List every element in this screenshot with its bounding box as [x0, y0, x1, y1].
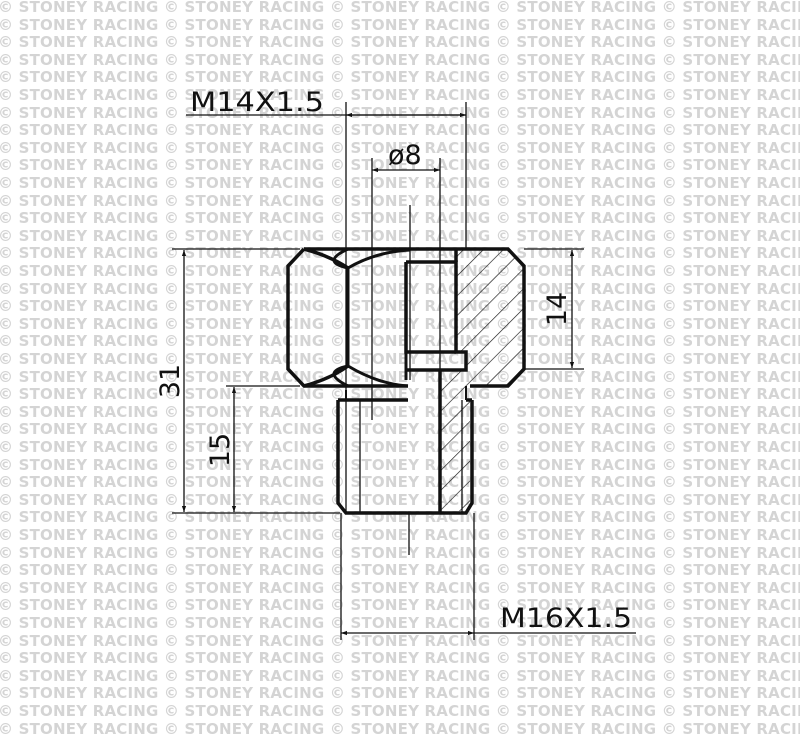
label-overall-length: 31	[155, 364, 186, 398]
hex-nut-outline	[286, 247, 526, 388]
dim-top-thread: M14X1.5	[186, 87, 466, 118]
section-hatch	[440, 250, 524, 513]
dim-overall-length: 31	[155, 250, 187, 512]
dim-hex-height: 14	[542, 250, 575, 368]
dim-bottom-thread: M16X1.5	[341, 603, 636, 636]
dim-spigot-length: 15	[205, 387, 237, 512]
label-spigot-length: 15	[205, 433, 236, 467]
label-bottom-thread: M16X1.5	[500, 603, 632, 634]
dim-bore: ø8	[372, 140, 440, 173]
label-hex-height: 14	[542, 292, 573, 326]
extension-lines	[172, 248, 584, 514]
label-top-thread: M14X1.5	[190, 87, 324, 118]
label-bore-diameter: ø8	[388, 140, 422, 171]
spigot-outline	[336, 370, 474, 515]
thread-lines	[340, 102, 475, 640]
